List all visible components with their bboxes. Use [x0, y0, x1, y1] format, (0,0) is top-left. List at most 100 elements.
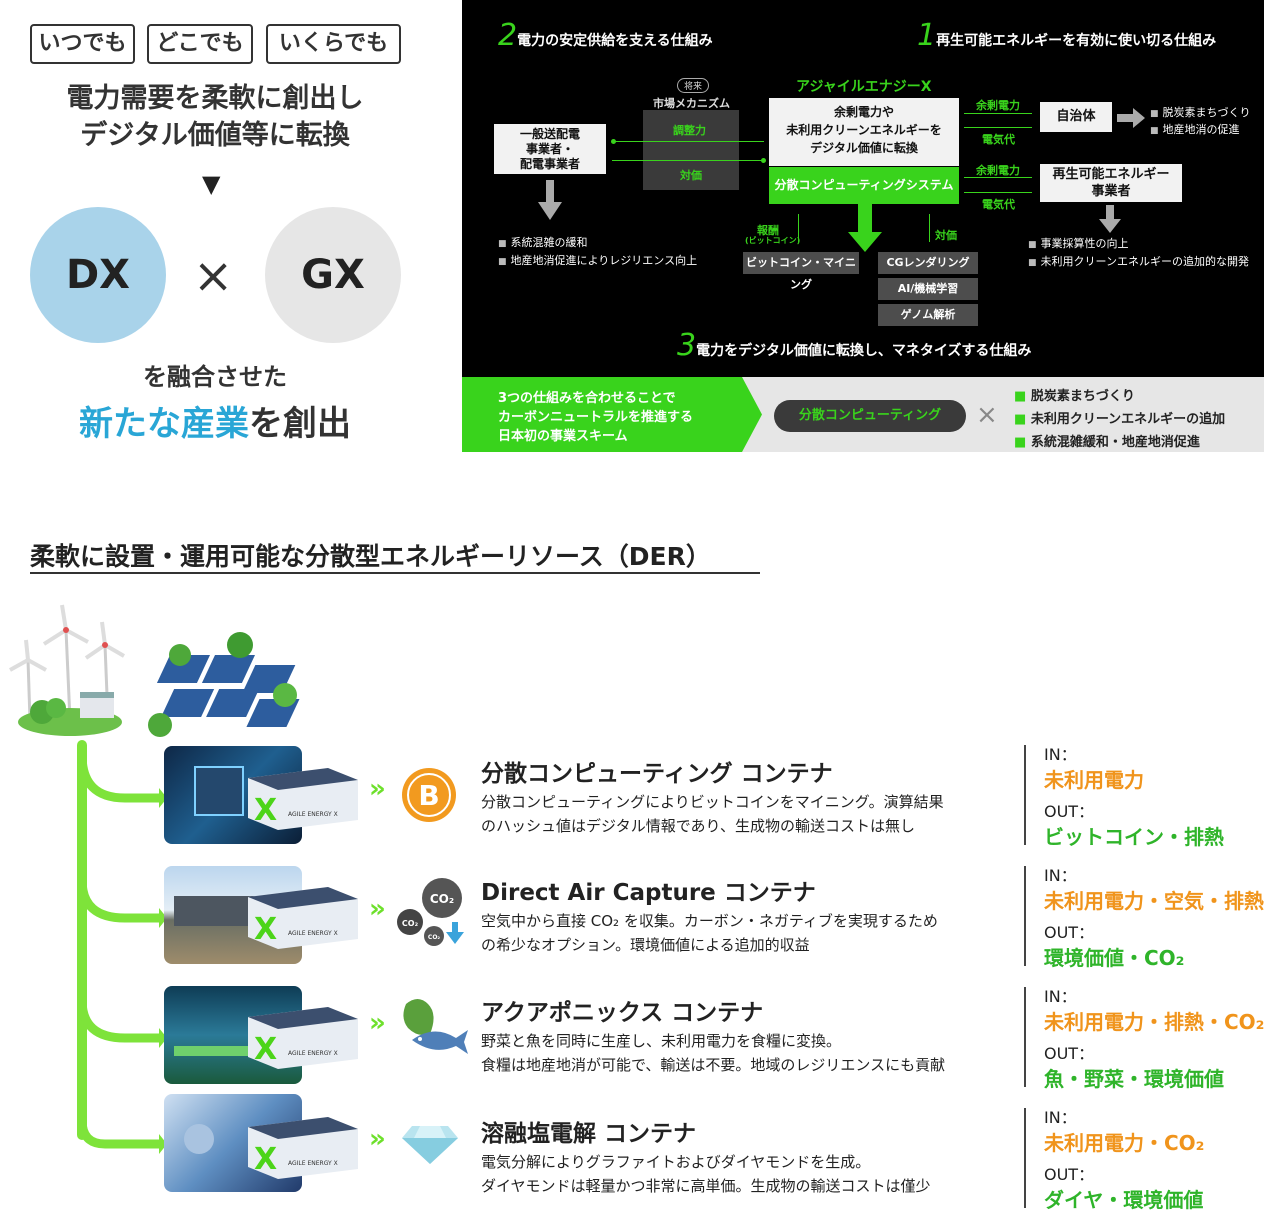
svg-text:X: X [254, 1142, 277, 1177]
chevron-icon: » [369, 894, 386, 924]
out-value-1: ビットコイン・排熱 [1044, 825, 1224, 849]
footer-pill: 分散コンピューティング [774, 400, 966, 432]
re-bullet-2: 未利用クリーンエネルギーの追加的な開発 [1028, 253, 1249, 269]
surplus-label-1: 余剰電力 [976, 99, 1020, 112]
footer-green-arrow [462, 377, 762, 452]
in-value-3: 未利用電力・排熱・CO₂ [1044, 1010, 1265, 1034]
io-divider [1024, 1108, 1026, 1208]
item-desc-3: 野菜と魚を同時に生産し、未利用電力を食糧に変換。食糧は地産地消が可能で、輸送は不… [481, 1032, 946, 1074]
center-system-box: 分散コンピューティングシステム [769, 167, 959, 204]
keyword-anywhere: どこでも [147, 24, 253, 64]
value-label: 対価 [680, 169, 702, 182]
co2-icon: CO₂ CO₂ CO₂ [397, 878, 464, 946]
surplus-arrow-1 [964, 113, 1032, 114]
lead-line-2: デジタル価値等に転換 [80, 120, 350, 151]
in-value-2: 未利用電力・空気・排熱 [1044, 889, 1264, 913]
in-label: IN： [1044, 866, 1077, 885]
center-down-arrow-icon [848, 204, 882, 252]
create-industry: 新たな産業を創出 [30, 396, 400, 445]
item-desc-1: 分散コンピューティングによりビットコインをマイニング。演算結果のハッシュ値はデジ… [481, 793, 944, 835]
reward-arrow [798, 214, 799, 242]
value-arrow [612, 160, 764, 161]
item-title-4: 溶融塩電解 コンテナ [481, 1121, 697, 1147]
io-divider [1024, 866, 1026, 966]
in-label: IN： [1044, 745, 1077, 764]
out-label: OUT： [1044, 1044, 1095, 1063]
surplus-arrow-2 [964, 177, 1032, 178]
grid-bullet-1: 系統混雑の緩和 [498, 234, 588, 250]
fee-arrow-1 [964, 127, 1032, 128]
svg-text:CO₂: CO₂ [430, 892, 454, 906]
reward-sub-label: (ビットコイン) [745, 236, 801, 245]
out-value-4: ダイヤ・環境価値 [1044, 1188, 1204, 1212]
create-text: を創出 [249, 404, 351, 444]
item-desc-4: 電気分解によりグラファイトおよびダイヤモンドを生成。ダイヤモンドは軽量かつ非常に… [481, 1153, 931, 1195]
dx-circle: DX [30, 207, 166, 343]
renewable-energy-illustration [9, 604, 300, 737]
svg-text:X: X [254, 912, 277, 947]
grid-down-arrow-icon [538, 180, 562, 220]
center-box: 余剰電力や 未利用クリーンエネルギーを デジタル価値に転換 [769, 98, 959, 166]
der-title-underline [30, 572, 760, 574]
keyword-any-amount: いくらでも [266, 24, 401, 64]
footer-bullet-3: ■ 系統混雑緩和・地産地消促進 [1014, 435, 1200, 450]
container-1: AGILE ENERGY XX [248, 768, 358, 830]
fuse-text: を融合させた [143, 363, 287, 391]
renewable-down-arrow-icon [1099, 205, 1121, 233]
svg-text:CO₂: CO₂ [402, 919, 419, 928]
out-value-2: 環境価値・CO₂ [1044, 946, 1185, 970]
footer-times-icon: × [976, 400, 998, 430]
future-tag: 将来 [677, 78, 710, 93]
dot [761, 158, 766, 163]
surplus-label-2: 余剰電力 [976, 164, 1020, 177]
in-label: IN： [1044, 987, 1077, 1006]
market-box [643, 110, 739, 190]
gx-circle: GX [265, 207, 401, 343]
item-title-1: 分散コンピューティング コンテナ [481, 761, 833, 787]
der-tree-branches [77, 750, 167, 1154]
svg-text:X: X [254, 1032, 277, 1067]
footer-line-1: 3つの仕組みを合わせることで [498, 391, 676, 406]
item-title-3: アクアポニックス コンテナ [481, 1000, 764, 1026]
title-2: 2電力の安定供給を支える仕組み [498, 18, 713, 53]
bitcoin-icon: B [402, 768, 456, 822]
chevron-icon: » [369, 774, 386, 804]
item-desc-2: 空気中から直接 CO₂ を収集。カーボン・ネガティブを実現するための希少なオプシ… [481, 912, 938, 954]
grid-bullet-2: 地産地消促進によりレジリエンス向上 [498, 252, 698, 268]
market-mechanism-label: 市場メカニズム [653, 97, 730, 110]
new-industry-highlight: 新たな産業 [79, 404, 249, 444]
der-section-title: 柔軟に設置・運用可能な分散型エネルギーリソース（DER） [30, 542, 711, 571]
footer-bullet-1: ■ 脱炭素まちづくり [1014, 389, 1135, 404]
value2-arrow [929, 214, 930, 242]
container-logo-2: AGILE ENERGY X [288, 930, 338, 937]
service-cg: CGレンダリング [878, 252, 978, 274]
fee-label-2: 電気代 [982, 198, 1015, 211]
out-label: OUT： [1044, 802, 1095, 821]
grid-operator-box: 一般送配電 事業者・ 配電事業者 [494, 124, 606, 174]
service-ai: AI/機械学習 [878, 278, 978, 300]
muni-bullet-2: 地産地消の促進 [1150, 121, 1240, 137]
item-title-2: Direct Air Capture コンテナ [481, 880, 816, 906]
center-company-name: アジャイルエナジーX [796, 79, 932, 95]
down-arrow-icon: ▼ [202, 170, 221, 198]
container-3: AGILE ENERGY XX [248, 1007, 358, 1069]
container-logo-1: AGILE ENERGY X [288, 811, 338, 818]
reward-label: 報酬 [757, 224, 779, 237]
footer-bullet-2: ■ 未利用クリーンエネルギーの追加 [1014, 412, 1226, 427]
adjust-arrow [612, 141, 764, 142]
adjust-label: 調整力 [673, 124, 706, 137]
in-value-1: 未利用電力 [1044, 768, 1144, 792]
municipality-box: 自治体 [1040, 102, 1112, 132]
muni-bullet-1: 脱炭素まちづくり [1150, 104, 1251, 120]
business-scheme-diagram: 2電力の安定供給を支える仕組み 1再生可能エネルギーを有効に使い切る仕組み 一般… [462, 0, 1264, 452]
re-bullet-1: 事業採算性の向上 [1028, 235, 1129, 251]
title-3: 3電力をデジタル価値に転換し、マネタイズする仕組み [677, 328, 1032, 363]
dot [611, 139, 616, 144]
out-value-3: 魚・野菜・環境価値 [1044, 1067, 1224, 1091]
chevron-icon: » [369, 1124, 386, 1154]
chevron-icon: » [369, 1008, 386, 1038]
svg-text:CO₂: CO₂ [428, 934, 441, 941]
footer-line-2: カーボンニュートラルを推進する [498, 410, 694, 425]
container-2: AGILE ENERGY X X [248, 887, 358, 949]
keyword-anytime: いつでも [30, 24, 135, 64]
